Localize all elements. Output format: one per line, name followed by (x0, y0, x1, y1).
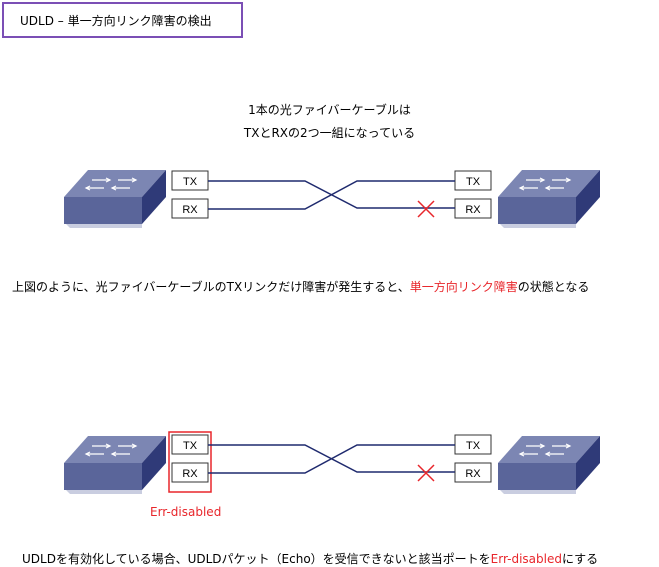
fault-x-icon (417, 200, 435, 218)
switch-right-2 (498, 436, 600, 494)
port-label-rx: RX (465, 468, 481, 480)
cable-rx-1 (208, 180, 455, 210)
port-label-tx: TX (466, 176, 481, 188)
switch-left-2 (64, 436, 166, 494)
port-label-rx: RX (465, 204, 481, 216)
bottom-caption: UDLDを有効化している場合、UDLDパケット（Echo）を受信できないと該当ポ… (22, 550, 598, 567)
port-label-tx: TX (183, 176, 198, 188)
bottom-caption-before: UDLDを有効化している場合、UDLDパケット（Echo）を受信できないと該当ポ… (22, 552, 491, 566)
err-disabled-frame (168, 431, 212, 493)
middle-caption: 上図のように、光ファイバーケーブルのTXリンクだけ障害が発生すると、単一方向リン… (12, 278, 589, 295)
page-title: UDLD – 単一方向リンク障害の検出 (20, 13, 212, 28)
fault-x-icon (417, 464, 435, 482)
cable-rx-2 (208, 444, 455, 474)
port-label-rx: RX (182, 204, 198, 216)
middle-caption-before: 上図のように、光ファイバーケーブルのTXリンクだけ障害が発生すると、 (12, 280, 410, 294)
middle-caption-after: の状態となる (517, 280, 590, 294)
title-box: UDLD – 単一方向リンク障害の検出 (2, 2, 243, 38)
err-disabled-label: Err-disabled (150, 505, 222, 519)
top-caption-line2: TXとRXの2つ一組になっている (243, 126, 416, 140)
top-caption-line1: 1本の光ファイバーケーブルは (248, 103, 411, 117)
port-label-rx: RX (182, 468, 198, 480)
switch-right-1 (498, 170, 600, 228)
bottom-caption-after: にする (561, 552, 599, 566)
port-label-tx: TX (466, 440, 481, 452)
switch-left-1 (64, 170, 166, 228)
port-label-tx: TX (183, 440, 198, 452)
middle-caption-highlight: 単一方向リンク障害 (409, 280, 518, 294)
bottom-caption-highlight: Err-disabled (490, 552, 562, 566)
